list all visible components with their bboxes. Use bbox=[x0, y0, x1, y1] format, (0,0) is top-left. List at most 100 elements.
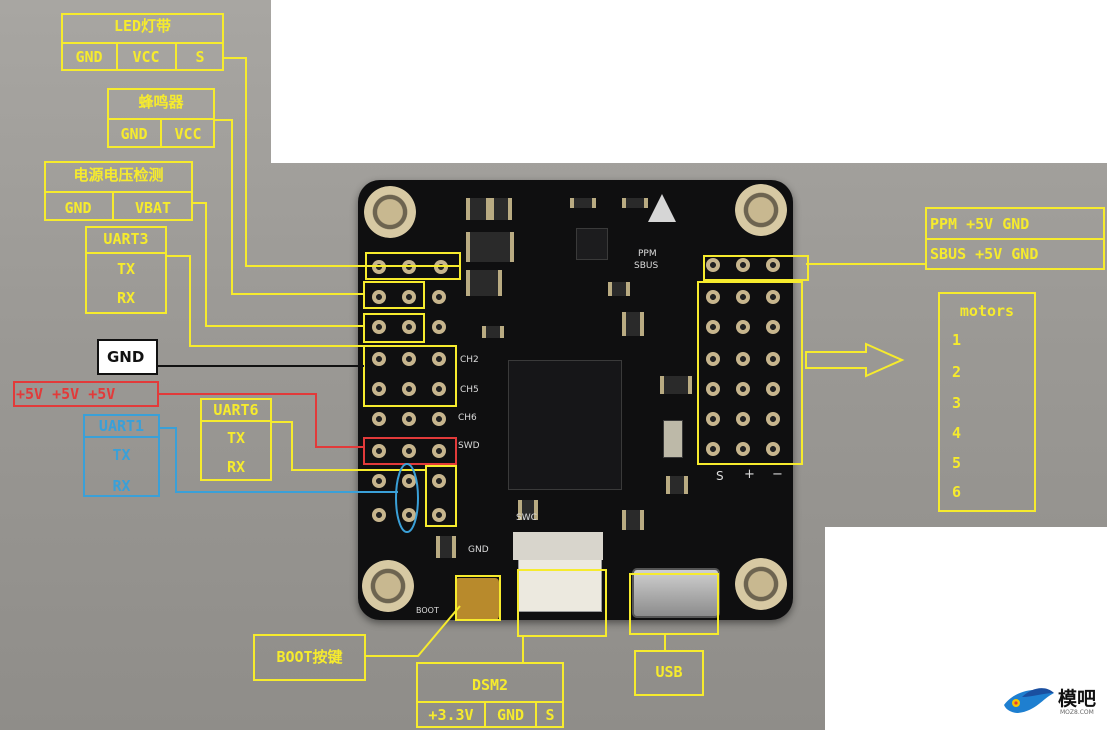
motor-5-label: 5 bbox=[952, 454, 962, 472]
mount-hole-bl bbox=[362, 560, 414, 612]
left-pad-r8c0 bbox=[372, 508, 386, 522]
uart1-divider bbox=[84, 436, 159, 438]
left-pad-r2c0 bbox=[372, 320, 386, 334]
left-pad-r1c1 bbox=[402, 290, 416, 304]
left-pad-outer-3 bbox=[432, 382, 446, 396]
motor-pad-r5c1 bbox=[736, 412, 750, 426]
motor-pad-r3c0 bbox=[706, 352, 720, 366]
left-pad-r2c1 bbox=[402, 320, 416, 334]
dsm2-divider-1 bbox=[484, 702, 486, 727]
left-pad-outer-4 bbox=[432, 412, 446, 426]
left-pad-r3c1 bbox=[402, 352, 416, 366]
boot-button[interactable] bbox=[455, 578, 499, 620]
motors-arrow-icon bbox=[805, 342, 905, 378]
left-pad-r0c1 bbox=[402, 260, 416, 274]
silk-ppm: PPM bbox=[638, 249, 657, 259]
boot-label: BOOT按键 bbox=[276, 648, 343, 666]
buzzer-title: 蜂鸣器 bbox=[138, 93, 184, 111]
sbus-row-label: SBUS +5V GND bbox=[930, 245, 1039, 263]
led-strip-title: LED灯带 bbox=[113, 17, 172, 35]
uart1-tx-label: TX bbox=[112, 446, 131, 464]
left-pad-outer-7 bbox=[432, 508, 446, 522]
dsm2-connector bbox=[518, 558, 602, 612]
smd-12 bbox=[436, 536, 456, 558]
silk-boot: BOOT bbox=[416, 606, 439, 615]
smd-9 bbox=[660, 376, 692, 394]
left-pad-r6c1 bbox=[402, 444, 416, 458]
mount-hole-br bbox=[735, 558, 787, 610]
uart6-title: UART6 bbox=[213, 401, 259, 419]
motor-pad-r2c1 bbox=[736, 320, 750, 334]
sensor-chip bbox=[576, 228, 608, 260]
motor-pad-r1c0 bbox=[706, 290, 720, 304]
watermark-sub: MOZ8.COM bbox=[1060, 709, 1094, 716]
uart3-rx-label: RX bbox=[116, 289, 136, 307]
left-pad-outer-0 bbox=[432, 290, 446, 304]
ppm-sbus-divider bbox=[926, 238, 1104, 240]
motor-pad-r5c0 bbox=[706, 412, 720, 426]
white-panel-bottom-right bbox=[825, 527, 1107, 730]
crystal bbox=[663, 420, 683, 458]
voltage-detect-title: 电源电压检测 bbox=[73, 166, 164, 184]
motor-pad-r6c0 bbox=[706, 442, 720, 456]
left-pad-r8c1 bbox=[402, 508, 416, 522]
gnd-label: GND bbox=[107, 348, 145, 366]
smd-4 bbox=[466, 270, 502, 296]
usb-label: USB bbox=[655, 663, 683, 681]
silk-sbus: SBUS bbox=[634, 261, 659, 271]
left-pad-outer-1 bbox=[432, 320, 446, 334]
voltage-divider-v bbox=[112, 192, 114, 220]
dsm2-s-label: S bbox=[545, 706, 555, 724]
silk-plus: + bbox=[744, 467, 755, 482]
left-pad-r3c0 bbox=[372, 352, 386, 366]
motor-pad-r5c2 bbox=[766, 412, 780, 426]
motor-6-label: 6 bbox=[952, 483, 962, 501]
smd-10 bbox=[482, 326, 504, 338]
uart3-box bbox=[85, 226, 167, 314]
silk-gnd: GND bbox=[468, 545, 489, 555]
silk-ch5: CH5 bbox=[460, 385, 479, 395]
motor-pad-r4c1 bbox=[736, 382, 750, 396]
silk-swd: SWD bbox=[458, 441, 480, 451]
voltage-gnd-label: GND bbox=[64, 199, 92, 217]
motor-pad-r2c2 bbox=[766, 320, 780, 334]
motor-pad-r0c2 bbox=[766, 258, 780, 272]
uart3-tx-label: TX bbox=[116, 260, 136, 278]
motor-pad-r4c2 bbox=[766, 382, 780, 396]
left-pad-r4c0 bbox=[372, 382, 386, 396]
smd-3 bbox=[466, 232, 514, 262]
smd-14 bbox=[666, 476, 688, 494]
dsm2-divider bbox=[417, 701, 563, 703]
silk-ch6: CH6 bbox=[458, 413, 477, 423]
dsm2-divider-2 bbox=[535, 702, 537, 727]
smd-2 bbox=[490, 198, 512, 220]
led-pad-s bbox=[434, 260, 448, 274]
voltage-vbat-label: VBAT bbox=[134, 199, 172, 217]
smd-1 bbox=[466, 198, 490, 220]
left-pad-outer-5 bbox=[432, 444, 446, 458]
motor-1-label: 1 bbox=[952, 331, 962, 349]
usb-port[interactable] bbox=[632, 568, 720, 618]
dsm2-gnd-label: GND bbox=[496, 706, 525, 724]
dsm2-title: DSM2 bbox=[471, 676, 509, 694]
left-pad-outer-2 bbox=[432, 352, 446, 366]
left-pad-r0c0 bbox=[372, 260, 386, 274]
motor-pad-r1c1 bbox=[736, 290, 750, 304]
uart1-title: UART1 bbox=[98, 417, 145, 435]
led-gnd-label: GND bbox=[75, 48, 103, 66]
boot-box bbox=[253, 634, 366, 681]
motors-title: motors bbox=[959, 302, 1015, 320]
moz8-logo-icon bbox=[1002, 683, 1056, 719]
mcu-chip bbox=[508, 360, 622, 490]
silk-ch2: CH2 bbox=[460, 355, 479, 365]
plus5v-label: +5V +5V +5V bbox=[16, 385, 116, 403]
left-pad-r6c0 bbox=[372, 444, 386, 458]
left-pad-r1c0 bbox=[372, 290, 386, 304]
left-pad-r5c1 bbox=[402, 412, 416, 426]
left-pad-r7c0 bbox=[372, 474, 386, 488]
silk-swc: SWC bbox=[516, 513, 537, 523]
smd-6 bbox=[622, 198, 648, 208]
watermark-text: 模吧 bbox=[1058, 688, 1097, 710]
silk-minus: − bbox=[772, 467, 783, 482]
brand-logo-icon bbox=[648, 194, 676, 222]
